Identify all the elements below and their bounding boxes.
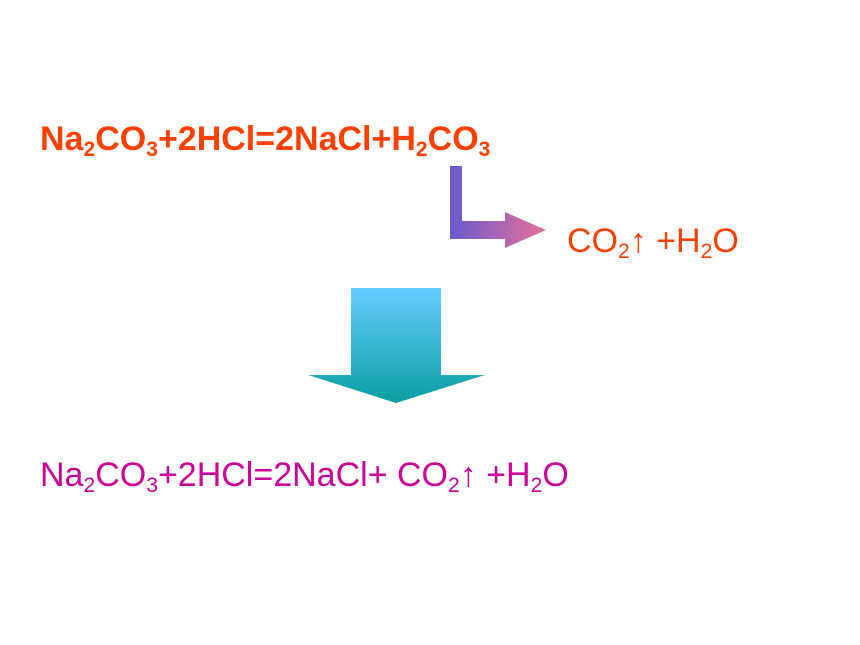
eq-top-subscript: 3 bbox=[478, 137, 491, 161]
elbow-arrow-icon bbox=[450, 166, 546, 248]
eq-bottom-part: +2HCl=2NaCl+ CO bbox=[157, 456, 448, 494]
eq-bottom-subscript: 3 bbox=[146, 473, 158, 497]
eq-bottom-subscript: 2 bbox=[83, 473, 96, 497]
unbalanced-equation: Na2CO3+2HCl=2NaCl+H2CO3 bbox=[40, 120, 490, 160]
side-subscript: 2 bbox=[700, 239, 713, 263]
eq-bottom-part: O bbox=[542, 456, 569, 494]
down-block-arrow-icon bbox=[308, 288, 485, 403]
side-part: CO bbox=[567, 222, 618, 260]
eq-bottom-part: ↑ +H bbox=[459, 456, 531, 494]
eq-bottom-subscript: 2 bbox=[530, 473, 543, 497]
decomposition-products: CO2↑ +H2O bbox=[567, 222, 739, 262]
side-subscript: 2 bbox=[618, 239, 630, 263]
eq-top-part: Na bbox=[40, 120, 84, 158]
eq-top-part: CO bbox=[95, 120, 147, 158]
final-equation: Na2CO3+2HCl=2NaCl+ CO2↑ +H2O bbox=[40, 456, 569, 496]
side-part: ↑ +H bbox=[629, 222, 701, 260]
eq-bottom-part: CO bbox=[95, 456, 147, 494]
eq-bottom-part: Na bbox=[40, 456, 84, 494]
eq-top-subscript: 2 bbox=[83, 137, 96, 161]
side-part: O bbox=[712, 222, 739, 260]
eq-top-subscript: 3 bbox=[146, 137, 158, 161]
eq-bottom-subscript: 2 bbox=[448, 473, 460, 497]
eq-top-part: +2HCl=2NaCl+H bbox=[157, 120, 416, 158]
eq-top-subscript: 2 bbox=[415, 137, 428, 161]
eq-top-part: CO bbox=[427, 120, 479, 158]
